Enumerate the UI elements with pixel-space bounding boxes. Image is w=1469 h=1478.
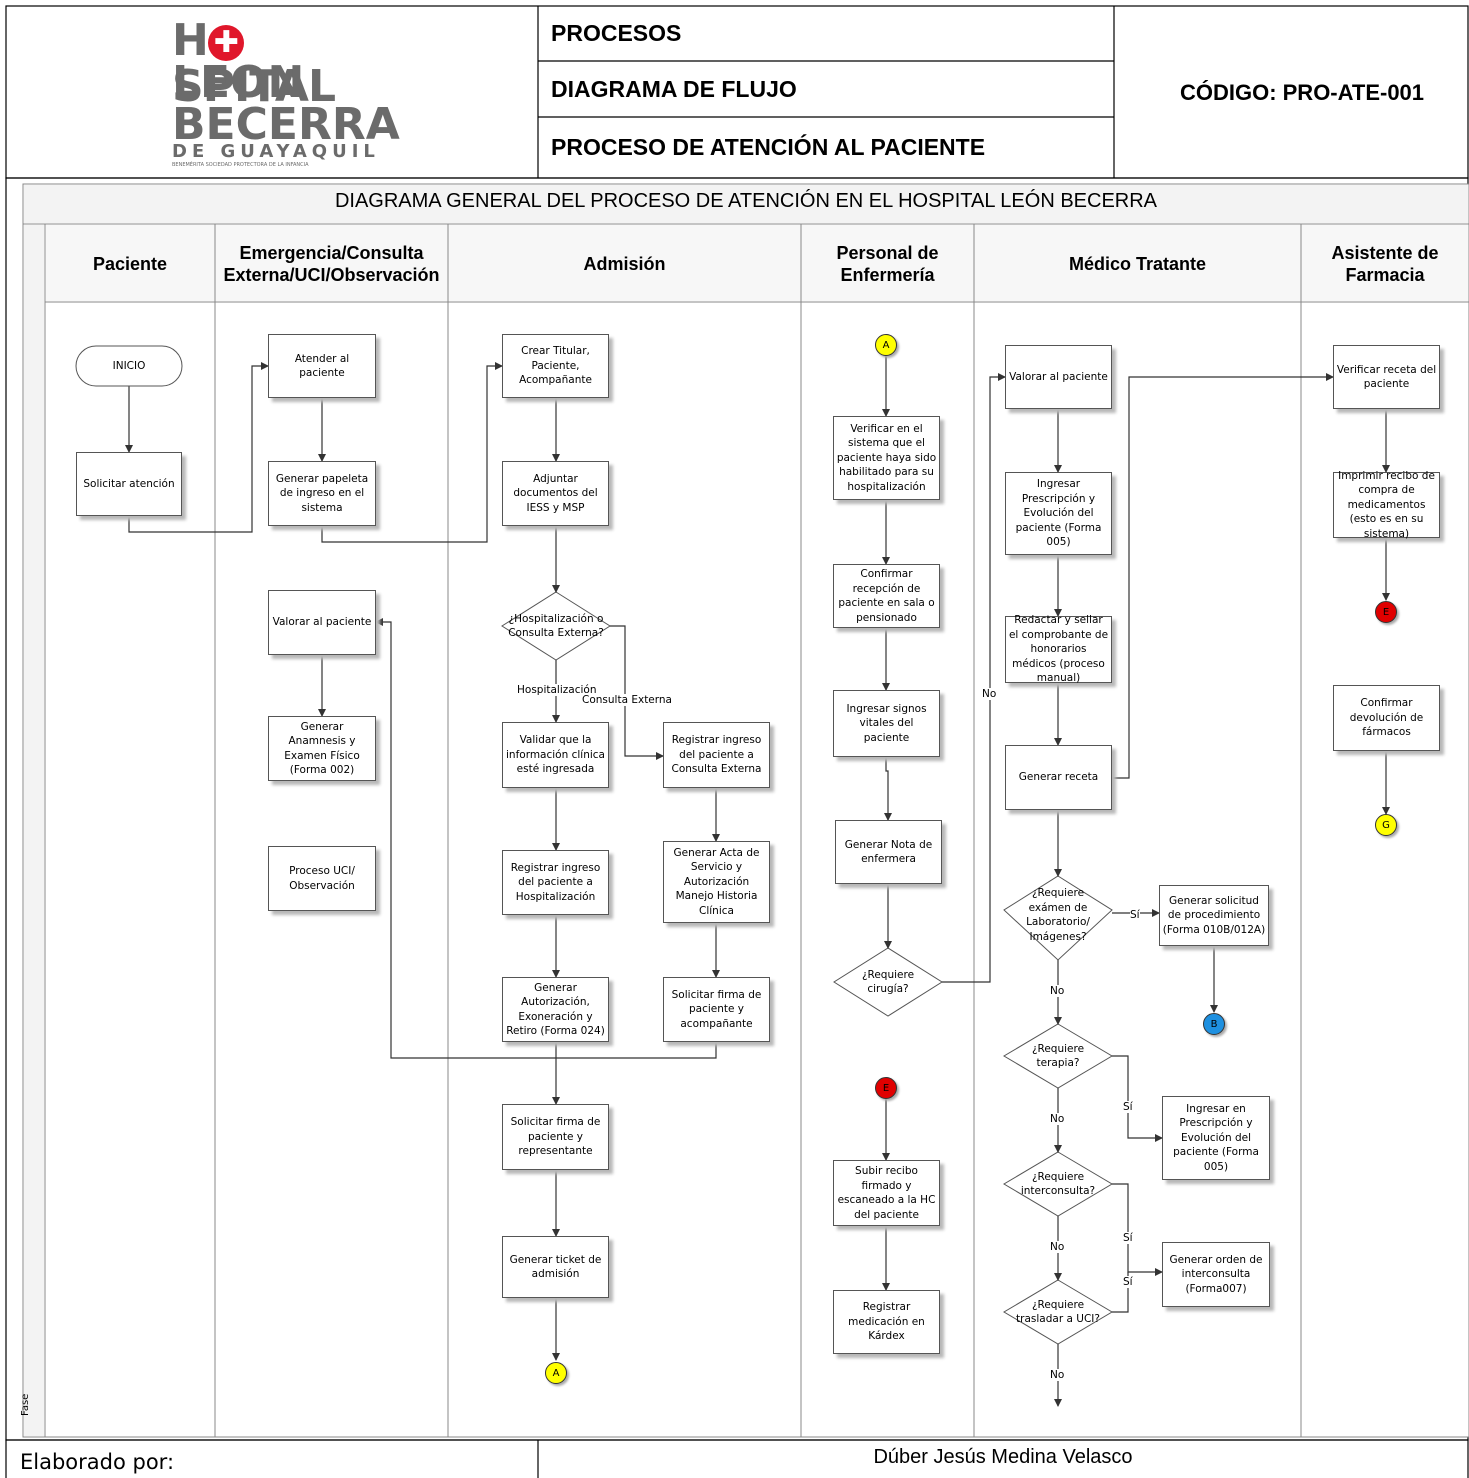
generar-ticket-box: Generar ticket de admisión (502, 1236, 609, 1298)
generar-receta-box: Generar receta (1005, 745, 1112, 810)
generar-orden-box: Generar orden de interconsulta (Forma007… (1162, 1242, 1270, 1307)
label-no-examen: No (1050, 985, 1065, 997)
ingresar-prescripcion-box: Ingresar Prescripción y Evolución del pa… (1005, 472, 1112, 555)
atender-paciente-box: Atender al paciente (268, 334, 376, 398)
logo-tagline: BENEMÉRITA SOCIEDAD PROTECTORA DE LA INF… (172, 162, 309, 168)
diagram-title: DIAGRAMA GENERAL DEL PROCESO DE ATENCIÓN… (334, 190, 1158, 212)
label-no-cirugia: No (982, 688, 997, 700)
header-tipo: DIAGRAMA DE FLUJO (551, 76, 797, 102)
label-no-uci: No (1050, 1369, 1065, 1381)
proceso-uci-box: Proceso UCI/ Observación (268, 846, 376, 911)
header-proceso: PROCESO DE ATENCIÓN AL PACIENTE (551, 134, 986, 160)
lane-admision: Admisión (583, 254, 666, 274)
confirmar-devolucion-box: Confirmar devolución de fármacos (1333, 685, 1440, 751)
label-no-interconsulta: No (1050, 1241, 1065, 1253)
logo-line2: LEON (172, 57, 305, 108)
connector-e-farm: E (1375, 601, 1397, 623)
connector-g: G (1375, 814, 1397, 836)
diamond-cirugia (833, 947, 943, 1017)
redactar-comprobante-box: Redactar y sellar el comprobante de hono… (1005, 614, 1112, 684)
generar-autorizacion-box: Generar Autorización, Exoneración y Reti… (502, 977, 609, 1042)
decision-terapia-text: ¿Requiere terapia? (1031, 1042, 1085, 1070)
valorar-paciente-med-box: Valorar al paciente (1005, 345, 1112, 409)
label-si-interconsulta: Sí (1123, 1232, 1133, 1244)
lane-farmacia: Asistente de Farmacia (1331, 243, 1439, 285)
generar-nota-box: Generar Nota de enfermera (835, 820, 942, 884)
decision-uci-text: ¿Requiere trasladar a UCI? (1016, 1298, 1100, 1326)
imprimir-recibo-box: Imprimir recibo de compra de medicamento… (1333, 470, 1440, 540)
decision-cirugia-text: ¿Requiere cirugía? (861, 968, 915, 996)
hospital-logo: H✚SPITAL LEON BECERRA DE GUAYAQUIL BENEM… (172, 15, 400, 169)
registrar-ce-box: Registrar ingreso del paciente a Consult… (663, 722, 770, 788)
footer-name: Dúber Jesús Medina Velasco (873, 1446, 1133, 1468)
lane-enfermeria: Personal de Enfermería (836, 243, 939, 285)
connector-a-bottom: A (545, 1362, 567, 1384)
registrar-hosp-box: Registrar ingreso del paciente a Hospita… (502, 850, 609, 915)
inicio-shape (75, 345, 183, 387)
inicio-node: INICIO (112, 359, 146, 372)
ingresar-prescripcion2-box: Ingresar en Prescripción y Evolución del… (1162, 1096, 1270, 1180)
label-si-terapia: Sí (1123, 1101, 1133, 1113)
crear-titular-box: Crear Titular, Paciente, Acompañante (502, 334, 609, 398)
phase-label: Fase (20, 1393, 31, 1416)
ingresar-signos-box: Ingresar signos vitales del paciente (833, 690, 940, 757)
solicitar-firma-rep-box: Solicitar firma de paciente y representa… (502, 1104, 609, 1170)
label-consulta-externa: Consulta Externa (582, 694, 672, 706)
decision-hosp-text: ¿Hospitalización o Consulta Externa? (508, 612, 604, 640)
solicitar-atencion-box: Solicitar atención (76, 452, 182, 516)
label-hospitalizacion: Hospitalización (517, 684, 597, 696)
label-si-uci: Sí (1123, 1276, 1133, 1288)
subir-recibo-box: Subir recibo firmado y escaneado a la HC… (833, 1160, 940, 1226)
verificar-receta-box: Verificar receta del paciente (1333, 345, 1440, 409)
generar-papeleta-box: Generar papeleta de ingreso en el sistem… (268, 461, 376, 526)
connector-a-top: A (875, 334, 897, 356)
registrar-kardex-box: Registrar medicación en Kárdex (833, 1290, 940, 1354)
generar-solicitud-box: Generar solicitud de procedimiento (Form… (1159, 885, 1269, 946)
confirmar-recepcion-box: Confirmar recepción de paciente en sala … (833, 564, 940, 628)
solicitar-firma-acomp-box: Solicitar firma de paciente y acompañant… (663, 977, 770, 1042)
generar-acta-box: Generar Acta de Servicio y Autorización … (663, 841, 770, 923)
connector-e-enf: E (875, 1077, 897, 1099)
valorar-paciente-emer-box: Valorar al paciente (268, 590, 376, 655)
connector-b: B (1203, 1013, 1225, 1035)
lane-emergencia: Emergencia/Consulta Externa/UCI/Observac… (223, 243, 440, 285)
label-si-examen: Sí (1130, 909, 1140, 921)
lane-medico: Médico Tratante (1068, 254, 1207, 274)
verificar-sistema-box: Verificar en el sistema que el paciente … (833, 416, 940, 500)
decision-interconsulta-text: ¿Requiere interconsulta? (1020, 1170, 1096, 1198)
logo-line3: BECERRA (172, 99, 400, 150)
logo-line4: DE GUAYAQUIL (172, 141, 380, 162)
decision-examen-text: ¿Requiere exámen de Laboratorio/ Imágene… (1026, 887, 1090, 943)
header-codigo: CÓDIGO: PRO-ATE-001 (1179, 80, 1425, 105)
label-no-terapia: No (1050, 1113, 1065, 1125)
adjuntar-docs-box: Adjuntar documentos del IESS y MSP (502, 461, 609, 526)
lane-paciente: Paciente (92, 254, 168, 274)
header-procesos: PROCESOS (551, 20, 682, 46)
validar-info-box: Validar que la información clínica esté … (502, 722, 609, 788)
footer-label: Elaborado por: (20, 1450, 175, 1474)
generar-anamnesis-box: Generar Anamnesis y Examen Físico (Forma… (268, 716, 376, 781)
